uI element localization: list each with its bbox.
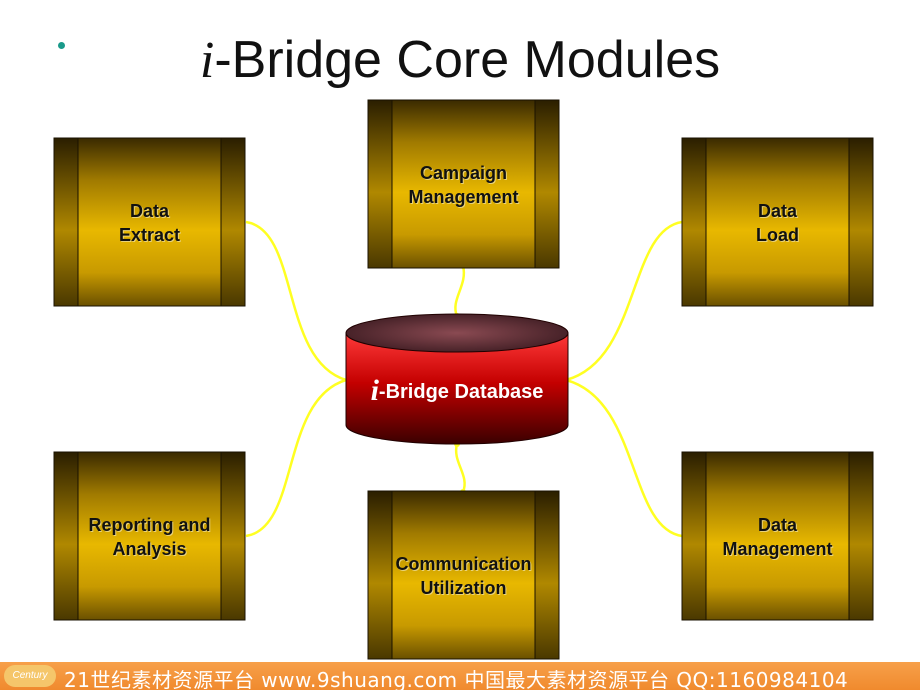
database-label: i-Bridge Database	[346, 374, 568, 408]
connector-data-load	[565, 220, 683, 382]
connector-campaign	[454, 265, 466, 317]
module-label-campaign-management: Campaign Management	[408, 163, 519, 207]
connector-data-extract	[245, 220, 347, 382]
module-reporting-analysis	[53, 451, 246, 621]
module-communication-utilization	[367, 490, 560, 660]
module-data-management	[681, 451, 874, 621]
module-data-load	[681, 137, 874, 307]
connector-data-management	[565, 378, 683, 538]
page-title: i-Bridge Core Modules	[0, 30, 920, 90]
database-label-text: -Bridge Database	[378, 381, 544, 403]
title-italic-prefix: i	[199, 32, 215, 89]
connectors	[245, 220, 683, 538]
module-label-data-extract: Data Extract	[118, 201, 181, 245]
module-label-data-management: Data Management	[722, 515, 833, 559]
footer-logo: Century	[4, 665, 56, 687]
connector-communication	[454, 443, 466, 493]
connector-reporting-analysis	[245, 378, 347, 538]
module-label-reporting-analysis: Reporting and Analysis	[88, 515, 211, 559]
module-label-communication-utilization: Communication Utilization	[395, 554, 532, 598]
database-label-italic-prefix: i	[370, 374, 379, 407]
database-cylinder	[345, 313, 569, 445]
title-text: -Bridge Core Modules	[214, 31, 721, 89]
module-label-data-load: Data Load	[756, 201, 799, 245]
module-data-extract	[53, 137, 246, 307]
footer-bar: Century 21世纪素材资源平台 www.9shuang.com 中国最大素…	[0, 662, 920, 692]
footer-text: 21世纪素材资源平台 www.9shuang.com 中国最大素材资源平台 QQ…	[64, 668, 849, 692]
title-bullet	[58, 42, 65, 49]
module-campaign-management	[367, 99, 560, 269]
